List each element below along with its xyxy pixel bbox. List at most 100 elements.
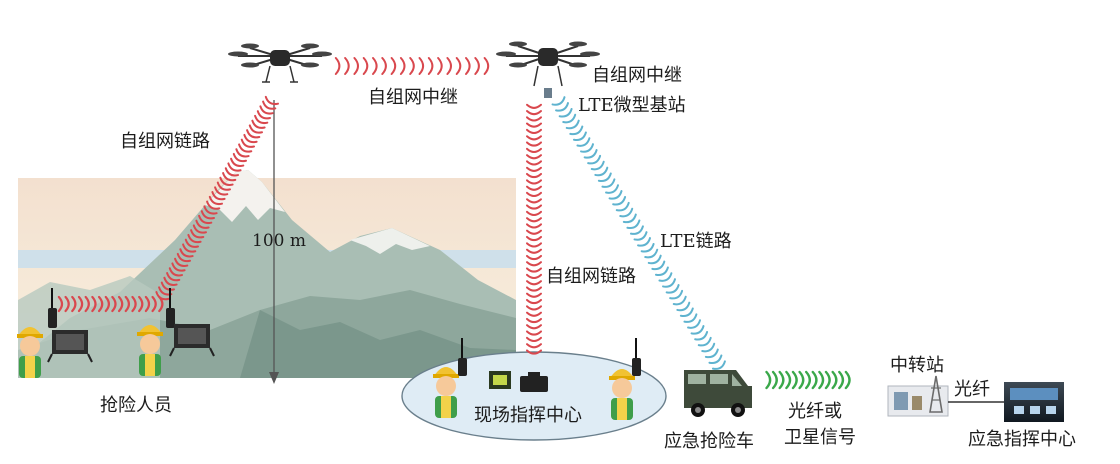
signal-wave	[565, 119, 580, 130]
signal-wave	[64, 295, 70, 313]
signal-wave	[587, 154, 602, 165]
label-relay-right: 自组网中继	[592, 65, 682, 86]
signal-wave	[687, 319, 702, 329]
signal-wave	[526, 267, 542, 273]
label-signal-line2: 卫星信号	[784, 427, 856, 448]
signal-wave	[259, 105, 274, 115]
signal-wave	[483, 57, 490, 75]
signal-wave	[576, 137, 591, 147]
signal-wave	[409, 57, 415, 75]
signal-wave	[418, 57, 425, 75]
signal-wave	[526, 292, 542, 298]
signal-wave	[526, 235, 542, 242]
signal-wave	[203, 205, 218, 215]
signal-wave	[138, 295, 144, 313]
signal-wave	[526, 343, 542, 349]
ridge-shadow	[240, 310, 516, 378]
signal-wave	[597, 172, 612, 183]
adhoc-link-ground	[57, 295, 164, 313]
signal-wave	[612, 195, 627, 206]
signal-wave	[683, 313, 698, 323]
signal-wave	[526, 336, 542, 342]
signal-wave	[594, 166, 609, 177]
signal-wave	[151, 295, 157, 313]
signal-wave	[190, 229, 205, 239]
radio-icon	[632, 338, 641, 376]
label-fiber: 光纤	[954, 379, 990, 400]
signal-wave	[362, 57, 369, 75]
signal-wave	[464, 57, 471, 75]
equipment-box-icon	[520, 372, 548, 392]
signal-wave	[264, 95, 280, 106]
signal-wave	[569, 125, 584, 136]
snow-cap	[205, 170, 285, 222]
signal-wave	[626, 219, 641, 230]
equipment-box-icon	[169, 324, 215, 357]
snow-cap-right	[350, 228, 430, 254]
signal-wave	[230, 157, 245, 167]
signal-wave	[694, 330, 709, 341]
signal-wave	[248, 124, 264, 134]
signal-wave	[526, 311, 542, 317]
radio-icon	[48, 288, 57, 328]
signal-wave	[446, 57, 452, 75]
signal-wave	[580, 143, 595, 153]
signal-wave	[526, 154, 542, 160]
signal-wave	[526, 166, 542, 172]
signal-wave	[831, 370, 838, 390]
command-center-icon	[1004, 382, 1064, 422]
signal-wave	[647, 254, 662, 265]
signal-wave	[251, 119, 266, 129]
signal-wave	[572, 131, 587, 142]
signal-wave	[171, 262, 186, 272]
signal-wave	[526, 305, 542, 311]
signal-wave	[615, 201, 630, 212]
signal-wave	[243, 133, 258, 144]
signal-wave	[526, 172, 542, 179]
signal-wave	[371, 57, 378, 75]
signal-wave	[124, 295, 130, 313]
signal-wave	[211, 191, 226, 201]
signal-wave	[262, 100, 277, 110]
signal-wave	[526, 185, 542, 191]
signal-wave	[526, 128, 542, 134]
adhoc-relay-link	[334, 57, 490, 75]
signal-wave	[187, 233, 202, 244]
signal-wave	[131, 295, 137, 313]
signal-wave	[526, 330, 542, 336]
signal-wave	[526, 248, 542, 254]
signal-wave	[526, 110, 542, 116]
van-icon	[684, 370, 752, 417]
signal-wave	[526, 210, 542, 216]
signal-wave	[224, 167, 240, 177]
signal-wave	[838, 370, 845, 390]
signal-wave	[526, 324, 542, 330]
signal-wave	[526, 135, 542, 141]
signal-wave	[198, 214, 213, 225]
signal-wave	[526, 147, 542, 153]
signal-wave	[526, 261, 542, 267]
signal-wave	[824, 370, 831, 390]
signal-wave	[562, 113, 577, 124]
drone-icon	[496, 41, 600, 98]
signal-wave	[690, 325, 705, 335]
signal-wave	[334, 57, 341, 75]
signal-wave	[254, 114, 269, 125]
signal-wave	[222, 172, 237, 182]
signal-wave	[555, 102, 570, 112]
signal-wave	[637, 237, 652, 247]
signal-wave	[176, 252, 192, 263]
worker-icon	[609, 369, 635, 420]
signal-wave	[526, 298, 542, 305]
signal-wave	[669, 289, 684, 300]
signal-wave	[676, 301, 691, 312]
signal-wave	[633, 231, 648, 241]
signal-wave	[629, 225, 644, 235]
drone-icon	[228, 43, 332, 83]
signal-wave	[246, 129, 261, 139]
signal-wave	[526, 116, 542, 122]
signal-wave	[232, 152, 248, 163]
signal-wave	[97, 295, 104, 313]
relay-tower-icon	[887, 375, 949, 417]
